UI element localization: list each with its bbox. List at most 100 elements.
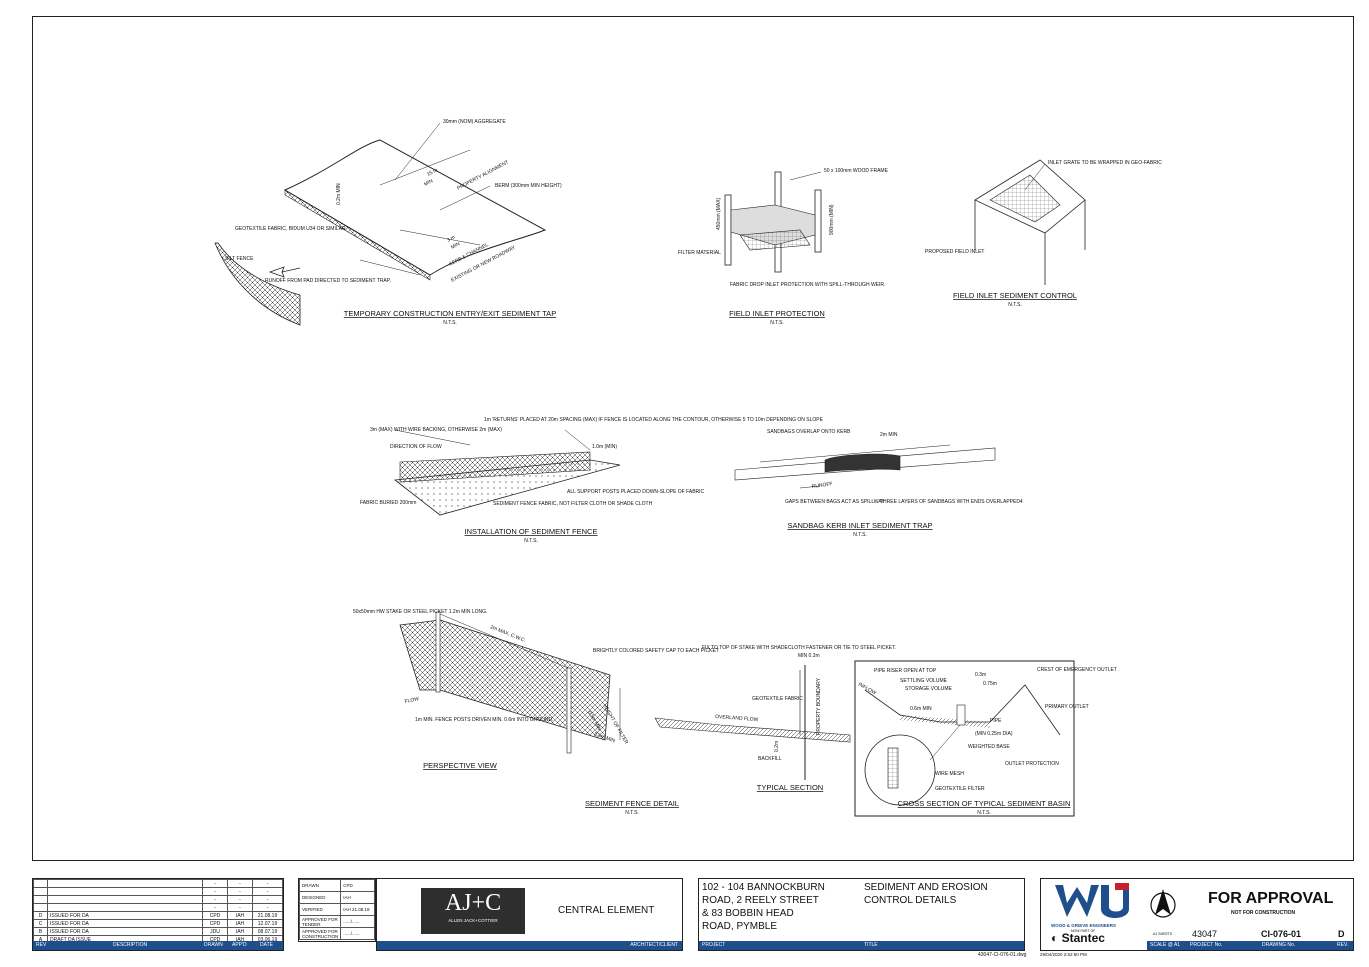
svg-text:RUNOFF: RUNOFF — [811, 481, 832, 490]
svg-text:INLET GRATE TO BE WRAPPED IN G: INLET GRATE TO BE WRAPPED IN GEO-FABRIC — [1048, 160, 1162, 166]
file-name: 43047-CI-076-01.dwg — [978, 952, 1027, 958]
svg-text:0.3m: 0.3m — [975, 672, 986, 678]
signoff-row: APPROVED FOR CONSTRUCTION....../...... — [298, 927, 375, 940]
svg-text:FIX TO TOP OF STAKE WITH SHADE: FIX TO TOP OF STAKE WITH SHADECLOTH FAST… — [702, 645, 896, 651]
svg-text:MIN: MIN — [450, 241, 461, 251]
svg-text:BERM (300mm MIN HEIGHT): BERM (300mm MIN HEIGHT) — [495, 183, 562, 189]
svg-text:N.T.S.: N.T.S. — [853, 532, 867, 538]
svg-text:GAPS BETWEEN BAGS ACT AS SPILL: GAPS BETWEEN BAGS ACT AS SPILLWAY — [785, 499, 885, 505]
element-name: CENTRAL ELEMENT — [558, 905, 655, 916]
detail-title-typical-section: TYPICAL SECTION — [757, 783, 823, 792]
svg-text:SILT FENCE: SILT FENCE — [225, 256, 254, 262]
approval-status: FOR APPROVAL — [1208, 890, 1334, 907]
svg-text:STORAGE VOLUME: STORAGE VOLUME — [905, 686, 953, 692]
drawing-number: CI-076-01 — [1261, 929, 1302, 939]
svg-text:SEDIMENT FENCE FABRIC, NOT FIL: SEDIMENT FENCE FABRIC, NOT FILTER CLOTH … — [493, 501, 653, 507]
detail-title-perspective: PERSPECTIVE VIEW — [423, 761, 498, 770]
svg-text:N.T.S.: N.T.S. — [625, 810, 639, 816]
svg-text:900mm (MIN): 900mm (MIN) — [829, 204, 835, 235]
svg-text:N.T.S.: N.T.S. — [1008, 302, 1022, 308]
sediment-fence-installation-detail: 3m (MAX) WITH WIRE BACKING, OTHERWISE 2m… — [360, 417, 824, 544]
revision-row: --- — [33, 879, 283, 888]
svg-text:50x50mm HW STAKE OR STEEL PICK: 50x50mm HW STAKE OR STEEL PICKET 1.2m MI… — [353, 609, 487, 615]
svg-text:WIRE MESH: WIRE MESH — [935, 771, 964, 777]
detail-title-field-inlet-control: FIELD INLET SEDIMENT CONTROL — [953, 291, 1077, 300]
svg-text:450mm (MAX): 450mm (MAX) — [716, 197, 722, 230]
svg-text:BRIGHTLY COLORED SAFETY CAP TO: BRIGHTLY COLORED SAFETY CAP TO EACH PICK… — [593, 648, 719, 654]
svg-text:MIN 0.2m: MIN 0.2m — [798, 653, 820, 659]
svg-text:0.2m: 0.2m — [774, 741, 780, 752]
svg-text:N.T.S.: N.T.S. — [770, 320, 784, 326]
svg-text:SEDIMENT FENCE DETAIL: SEDIMENT FENCE DETAIL — [585, 799, 679, 808]
svg-text:MIN: MIN — [423, 178, 434, 188]
svg-text:FILTER MATERIAL: FILTER MATERIAL — [678, 250, 721, 256]
svg-text:RUNOFF FROM PAD DIRECTED TO SE: RUNOFF FROM PAD DIRECTED TO SEDIMENT TRA… — [265, 278, 391, 284]
detail-title-sandbag: SANDBAG KERB INLET SEDIMENT TRAP — [787, 521, 932, 530]
svg-text:3 m: 3 m — [446, 235, 456, 244]
sandbag-kerb-inlet-detail: SANDBAGS OVERLAP ONTO KERB 2m MIN RUNOFF… — [734, 429, 1023, 538]
typical-section-detail: FIX TO TOP OF STAKE WITH SHADECLOTH FAST… — [654, 645, 896, 792]
sediment-fence-detail-title: SEDIMENT FENCE DETAIL N.T.S. — [585, 799, 679, 816]
field-inlet-protection-detail: 50 x 100mm WOOD FRAME 450mm (MAX) 900mm … — [678, 168, 889, 326]
svg-text:PROPERTY BOUNDARY: PROPERTY BOUNDARY — [816, 677, 822, 735]
construction-entry-detail: 30mm (NOM) AGGREGATE 15 m MIN PROPERTY A… — [214, 119, 562, 326]
svg-text:ALL SUPPORT POSTS PLACED DOWN-: ALL SUPPORT POSTS PLACED DOWN-SLOPE OF F… — [567, 489, 705, 495]
svg-text:0.2m MIN: 0.2m MIN — [336, 183, 342, 205]
revision-row: --- — [33, 887, 283, 896]
svg-text:2m MIN: 2m MIN — [880, 432, 898, 438]
svg-text:1m MIN. FENCE POSTS DRIVEN MIN: 1m MIN. FENCE POSTS DRIVEN MIN. 0.6m INT… — [415, 717, 554, 723]
project-block: 102 - 104 BANNOCKBURN ROAD, 2 REELY STRE… — [698, 878, 1025, 951]
signoff-row: APPROVED FOR TENDER....../...... — [298, 915, 375, 928]
wge-logo — [1051, 881, 1131, 925]
svg-text:DIRECTION OF FLOW: DIRECTION OF FLOW — [390, 444, 442, 450]
svg-text:THREE LAYERS OF SANDBAGS WITH: THREE LAYERS OF SANDBAGS WITH ENDS OVERL… — [880, 499, 1023, 505]
detail-title-field-inlet: FIELD INLET PROTECTION — [729, 309, 825, 318]
svg-text:1m 'RETURNS' PLACED AT 20m SPA: 1m 'RETURNS' PLACED AT 20m SPACING (MAX)… — [484, 417, 824, 423]
svg-text:OVERLAND FLOW: OVERLAND FLOW — [715, 714, 759, 723]
stantec-mark-icon: ◐ — [1051, 931, 1059, 945]
svg-text:N.T.S.: N.T.S. — [524, 538, 538, 544]
svg-text:FLOW: FLOW — [404, 696, 420, 705]
ajc-logo: AJ+C ALLEN JACK+COTTIER — [421, 888, 525, 934]
svg-text:PIPE: PIPE — [990, 718, 1002, 724]
svg-text:FABRIC BURIED 200mm: FABRIC BURIED 200mm — [360, 500, 416, 506]
stantec-logo: ◐ Stantec — [1051, 931, 1105, 945]
svg-text:0.75m: 0.75m — [983, 681, 997, 687]
field-inlet-sediment-control-detail: INLET GRATE TO BE WRAPPED IN GEO-FABRIC … — [925, 159, 1162, 308]
revision-row: --- — [33, 895, 283, 904]
drawing-title: SEDIMENT AND EROSION CONTROL DETAILS — [864, 882, 988, 906]
svg-text:1.0m (MIN): 1.0m (MIN) — [592, 444, 617, 450]
svg-text:3m (MAX) WITH WIRE BACKING, OT: 3m (MAX) WITH WIRE BACKING, OTHERWISE 2m… — [370, 427, 502, 433]
svg-text:OUTLET PROTECTION: OUTLET PROTECTION — [1005, 761, 1059, 767]
svg-text:GEOTEXTILE FILTER: GEOTEXTILE FILTER — [935, 786, 985, 792]
svg-text:PRIMARY OUTLET: PRIMARY OUTLET — [1045, 704, 1089, 710]
svg-text:FABRIC DROP INLET PROTECTION W: FABRIC DROP INLET PROTECTION WITH SPILL-… — [730, 282, 885, 288]
drawing-frame — [32, 16, 1354, 861]
svg-text:50 x 100mm WOOD FRAME: 50 x 100mm WOOD FRAME — [824, 168, 889, 174]
detail-title-basin: CROSS SECTION OF TYPICAL SEDIMENT BASIN — [898, 799, 1071, 808]
project-address: 102 - 104 BANNOCKBURN ROAD, 2 REELY STRE… — [702, 882, 825, 932]
detail-title-entry: TEMPORARY CONSTRUCTION ENTRY/EXIT SEDIME… — [344, 309, 556, 318]
svg-text:N.T.S.: N.T.S. — [977, 810, 991, 816]
svg-text:0.6m MIN: 0.6m MIN — [910, 706, 932, 712]
project-number: 43047 — [1192, 929, 1218, 939]
revision-header-bar: REV DESCRIPTION DRAWN APP'D DATE — [33, 941, 283, 950]
svg-text:SANDBAGS OVERLAP ONTO KERB: SANDBAGS OVERLAP ONTO KERB — [767, 429, 851, 435]
svg-text:N.T.S.: N.T.S. — [443, 320, 457, 326]
svg-text:PROPOSED FIELD INLET: PROPOSED FIELD INLET — [925, 249, 984, 255]
revision-letter: D — [1338, 929, 1345, 939]
architect-block: AJ+C ALLEN JACK+COTTIER CENTRAL ELEMENT … — [376, 878, 683, 951]
revision-row: --- — [33, 903, 283, 912]
north-arrow-icon — [1149, 887, 1177, 924]
svg-text:15 m: 15 m — [426, 167, 439, 178]
entry-label-aggregate: 30mm (NOM) AGGREGATE — [443, 119, 506, 125]
company-status-block: WOOD & GRIEVE ENGINEERS NOW PART OF ◐ St… — [1040, 878, 1354, 951]
